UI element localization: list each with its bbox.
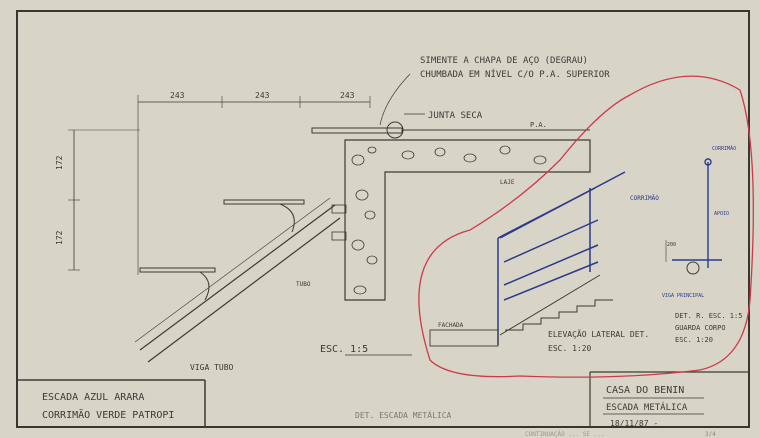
fachada-label: FACHADA <box>438 322 464 329</box>
apoio-label: APOIO <box>714 211 729 217</box>
dim-label: 243 <box>340 91 355 100</box>
small-dim-label: 200 <box>667 242 676 248</box>
corrimao-small-label: CORRIMÃO <box>712 145 736 152</box>
title-left-line-2: CORRIMÃO VERDE PATROPI <box>42 408 174 421</box>
footer-faint-text: CONTINUAÇÃO ... SE ... <box>525 431 604 438</box>
project-subtitle: ESCADA METÁLICA <box>606 401 688 413</box>
note-line-2: CHUMBADA EM NÍVEL C/O P.A. SUPERIOR <box>420 68 610 80</box>
corrimao-label: CORRIMÃO <box>630 195 659 202</box>
detail-right-line-1: DET. R. ESC. 1:5 <box>675 312 742 320</box>
viga-principal-label: VIGA PRINCIPAL <box>662 293 704 299</box>
project-title: CASA DO BENIN <box>606 385 684 396</box>
scale-label: ESC. 1:5 <box>320 344 368 355</box>
date-label: 18/11/87 - <box>610 419 658 428</box>
vertical-dim-label: 172 <box>55 155 64 170</box>
drawing-frame <box>16 10 750 428</box>
footer-page-label: 3/4 <box>705 431 716 438</box>
tubo-label: TUBO <box>296 281 311 288</box>
pa-label: P.A. <box>530 121 547 129</box>
detail-right-line-2: GUARDA CORPO <box>675 324 726 332</box>
elevation-label-2: ESC. 1:20 <box>548 344 592 353</box>
laje-label: LAJE <box>500 179 515 186</box>
elevation-label-1: ELEVAÇÃO LATERAL DET. <box>548 329 649 339</box>
vertical-dim-label: 172 <box>55 230 64 245</box>
viga-tubo-label: VIGA TUBO <box>190 363 234 372</box>
note-line-1: SIMENTE A CHAPA DE AÇO (DEGRAU) <box>420 56 588 66</box>
dim-label: 243 <box>255 91 270 100</box>
dim-label: 243 <box>170 91 185 100</box>
junta-seca-label: JUNTA SECA <box>428 111 483 121</box>
title-left-line-1: ESCADA AZUL ARARA <box>42 392 144 403</box>
detail-right-line-3: ESC. 1:20 <box>675 336 713 344</box>
detail-title: DET. ESCADA METÁLICA <box>355 409 452 420</box>
